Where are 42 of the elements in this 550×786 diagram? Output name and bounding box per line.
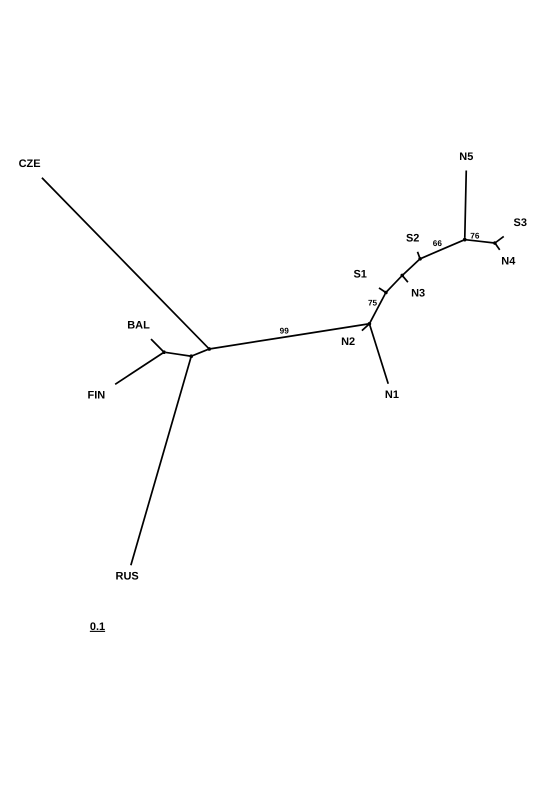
connector [369,325,390,384]
node-text: CZE [18,158,41,170]
connector [402,259,420,275]
node-text: FIN [88,390,106,402]
node-point [462,238,467,242]
node-text: S2 [406,232,420,244]
connector [166,352,190,357]
connector [495,244,500,250]
connector [421,240,464,259]
node-text: S1 [354,268,367,280]
connector [466,238,494,244]
node-text: BAL [127,319,150,332]
node-text: RUS [116,570,139,583]
node-point [384,290,388,294]
connector [416,252,420,258]
node-text: N4 [501,255,516,268]
connector [361,324,369,332]
node-text: S3 [514,216,527,229]
node-point [493,241,497,245]
connector [130,358,192,566]
connector [402,276,409,283]
connector [386,276,402,292]
node-text: N5 [459,151,474,164]
connector [378,287,385,292]
connector [150,338,164,352]
node-point [368,322,372,326]
node-point [400,274,404,278]
node-point [162,350,166,354]
node-point [418,256,422,261]
node-text: N2 [341,336,356,348]
connector [496,236,504,243]
connector [41,177,209,348]
connector [464,170,468,238]
connector [192,348,208,356]
connector [114,352,164,386]
node-text: N3 [411,288,426,300]
node-text: N1 [384,389,399,402]
node-point [207,347,212,351]
connector [369,294,386,323]
node-point [189,354,194,358]
connector [210,323,368,350]
label: 0.1 [90,620,106,633]
